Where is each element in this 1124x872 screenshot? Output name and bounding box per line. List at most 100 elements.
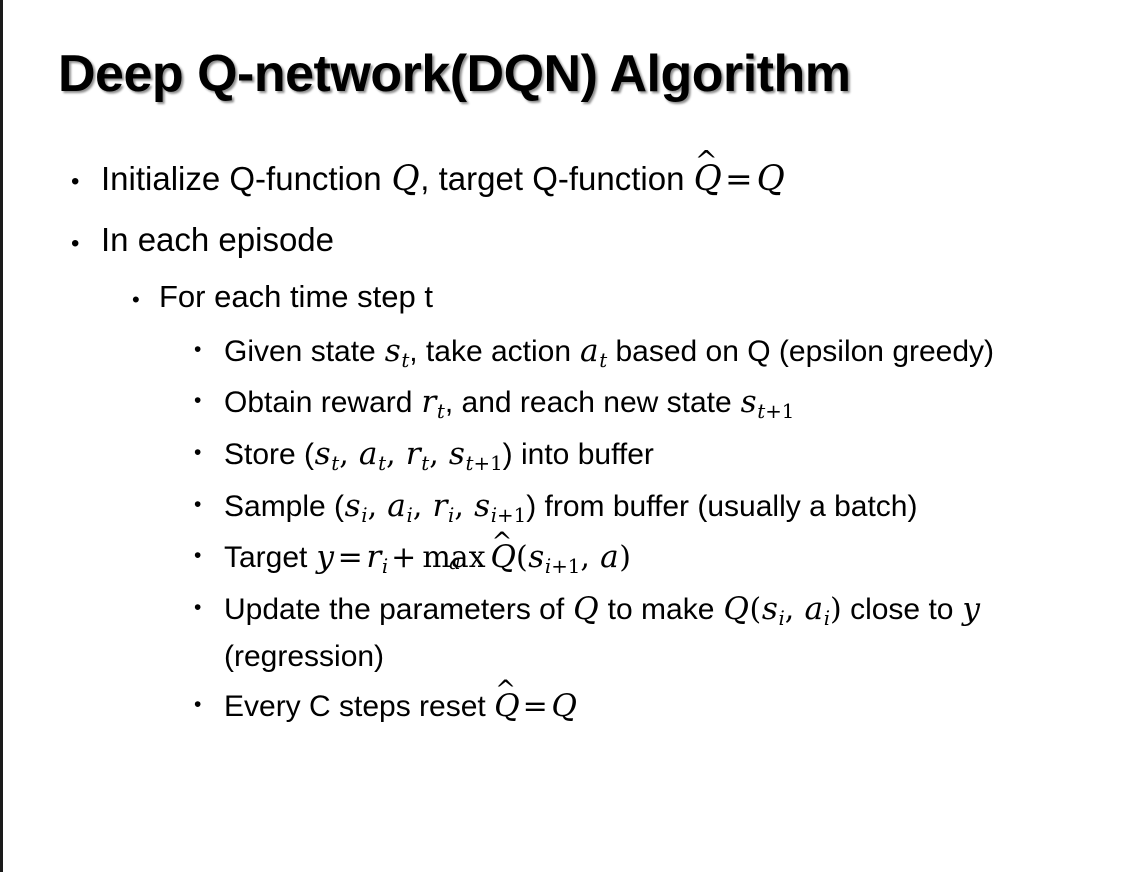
math-comma3: , [429,437,449,473]
math-sub-i3: i [448,503,455,527]
math-var-s: s [761,590,778,627]
math-sub-i2: i [406,503,413,527]
math-var-r1: r [432,487,448,524]
math-close-paren: ) [619,540,632,576]
q-hat-base: Q [494,687,520,724]
bullet1-mid-text: , target Q-function [420,160,694,197]
bullet10-pre-text: Every C steps reset [224,689,495,723]
bullet8-pre-text: Target [224,541,316,575]
bullet-text: Given state st, take action at based on … [224,328,1103,376]
math-sub-t2: t [378,451,387,475]
bullet-text: For each time step t [159,279,433,315]
sub-plus-one: +1 [551,555,581,579]
sub-var: i [490,503,498,527]
bullet6-pre-text: Store ( [224,438,315,472]
bullet-dot-icon: • [194,595,202,619]
q-hat-base: Q [490,539,516,576]
math-var-y: y [316,539,334,576]
bullet-dot-icon: • [71,168,80,195]
max-subscript-a: a [449,551,461,575]
math-var-a: a [579,332,599,369]
math-var-s1: s [344,487,361,524]
math-sub-t: t [401,348,410,372]
page-title: Deep Q-network(DQN) Algorithm [58,45,851,103]
math-close-paren: ) [830,591,842,627]
bullet-dot-icon: • [194,492,202,516]
list-item: • Given state st, take action at based o… [3,328,1124,376]
list-item: • Every C steps reset ^Q=Q [3,677,1124,730]
math-var-s2: s [448,436,465,473]
bullet-text: Store (st, at, rt, st+1) into buffer [224,431,1103,479]
math-open-paren: ( [515,540,528,576]
math-comma2: , [412,488,432,524]
math-comma1: , [339,437,359,473]
math-comma2: , [386,437,406,473]
list-item: • Sample (si, ai, ri, si+1) from buffer … [3,483,1124,531]
algorithm-bullet-list: • Initialize Q-function Q, target Q-func… [3,148,1124,729]
math-sub-t-plus-1: t+1 [466,452,503,475]
math-sub-t2: t [599,348,608,372]
math-var-q: Q [391,159,420,199]
math-var-r: r [366,539,382,576]
math-plus: + [391,540,417,576]
bullet-dot-icon: • [194,337,202,361]
hat-accent-icon: ^ [491,526,513,556]
bullet9-pre-text: Update the parameters of [224,592,573,626]
list-item: • Obtain reward rt, and reach new state … [3,379,1124,427]
math-var-r: r [421,384,437,421]
bullet-dot-icon: • [194,389,202,413]
math-var-s2: s [474,487,491,524]
math-sub-i1: i [361,503,368,527]
math-sub-t-plus-1: t+1 [757,400,794,423]
list-item: • Initialize Q-function Q, target Q-func… [3,148,1124,210]
math-equals: = [337,540,363,576]
math-var-a1: a [358,436,378,473]
hat-accent-icon: ^ [694,146,718,178]
math-var-q2: Q [723,590,749,627]
math-sub-i-plus-1: i+1 [491,504,527,527]
math-sub-i2: i [823,606,831,630]
math-sub-i-plus-1: i+1 [545,555,581,578]
sub-plus-one: +1 [497,503,527,527]
math-q-hat: ^Q [693,148,722,199]
math-var-r1: r [405,436,421,473]
list-item: • Update the parameters of Q to make Q(s… [3,586,1124,679]
sub-plus-one: +1 [765,400,795,424]
bullet-text: Every C steps reset ^Q=Q [224,677,1103,730]
math-var-q1: Q [573,590,599,627]
bullet4-post-text: based on Q (epsilon greedy) [607,334,995,368]
math-var-s: s [384,332,401,369]
math-sub-i: i [381,555,389,579]
bullet9-post-text: (regression) [224,639,385,673]
math-var-a1: a [387,487,406,524]
list-item: • In each episode [3,210,1124,270]
math-equals: = [725,159,753,198]
sub-var: t [465,451,474,475]
math-comma: , [784,591,804,627]
list-item: • Store (st, at, rt, st+1) into buffer [3,431,1124,479]
math-comma: , [580,540,600,576]
math-comma1: , [367,488,387,524]
bullet-dot-icon: • [194,692,202,716]
bullet-dot-icon: • [132,287,140,313]
math-q-hat: ^Q [490,529,516,576]
math-sub-t1: t [331,451,340,475]
math-var-q: Q [551,687,577,724]
max-label: max [422,540,486,576]
bullet7-post-text: ) from buffer (usually a batch) [526,489,918,523]
math-var-a: a [600,539,619,576]
bullet-text: Sample (si, ai, ri, si+1) from buffer (u… [224,483,1103,531]
bullet9-mid2-text: close to [841,592,962,626]
math-comma3: , [454,488,474,524]
math-open-paren: ( [749,591,762,627]
math-sub-i1: i [778,606,785,630]
sub-plus-one: +1 [473,451,503,475]
q-hat-base: Q [693,159,722,199]
bullet-dot-icon: • [194,544,202,568]
bullet4-mid-text: , take action [409,334,580,368]
math-var-q2: Q [756,159,785,199]
math-q-hat: ^Q [494,677,520,724]
math-var-y: y [962,590,981,627]
